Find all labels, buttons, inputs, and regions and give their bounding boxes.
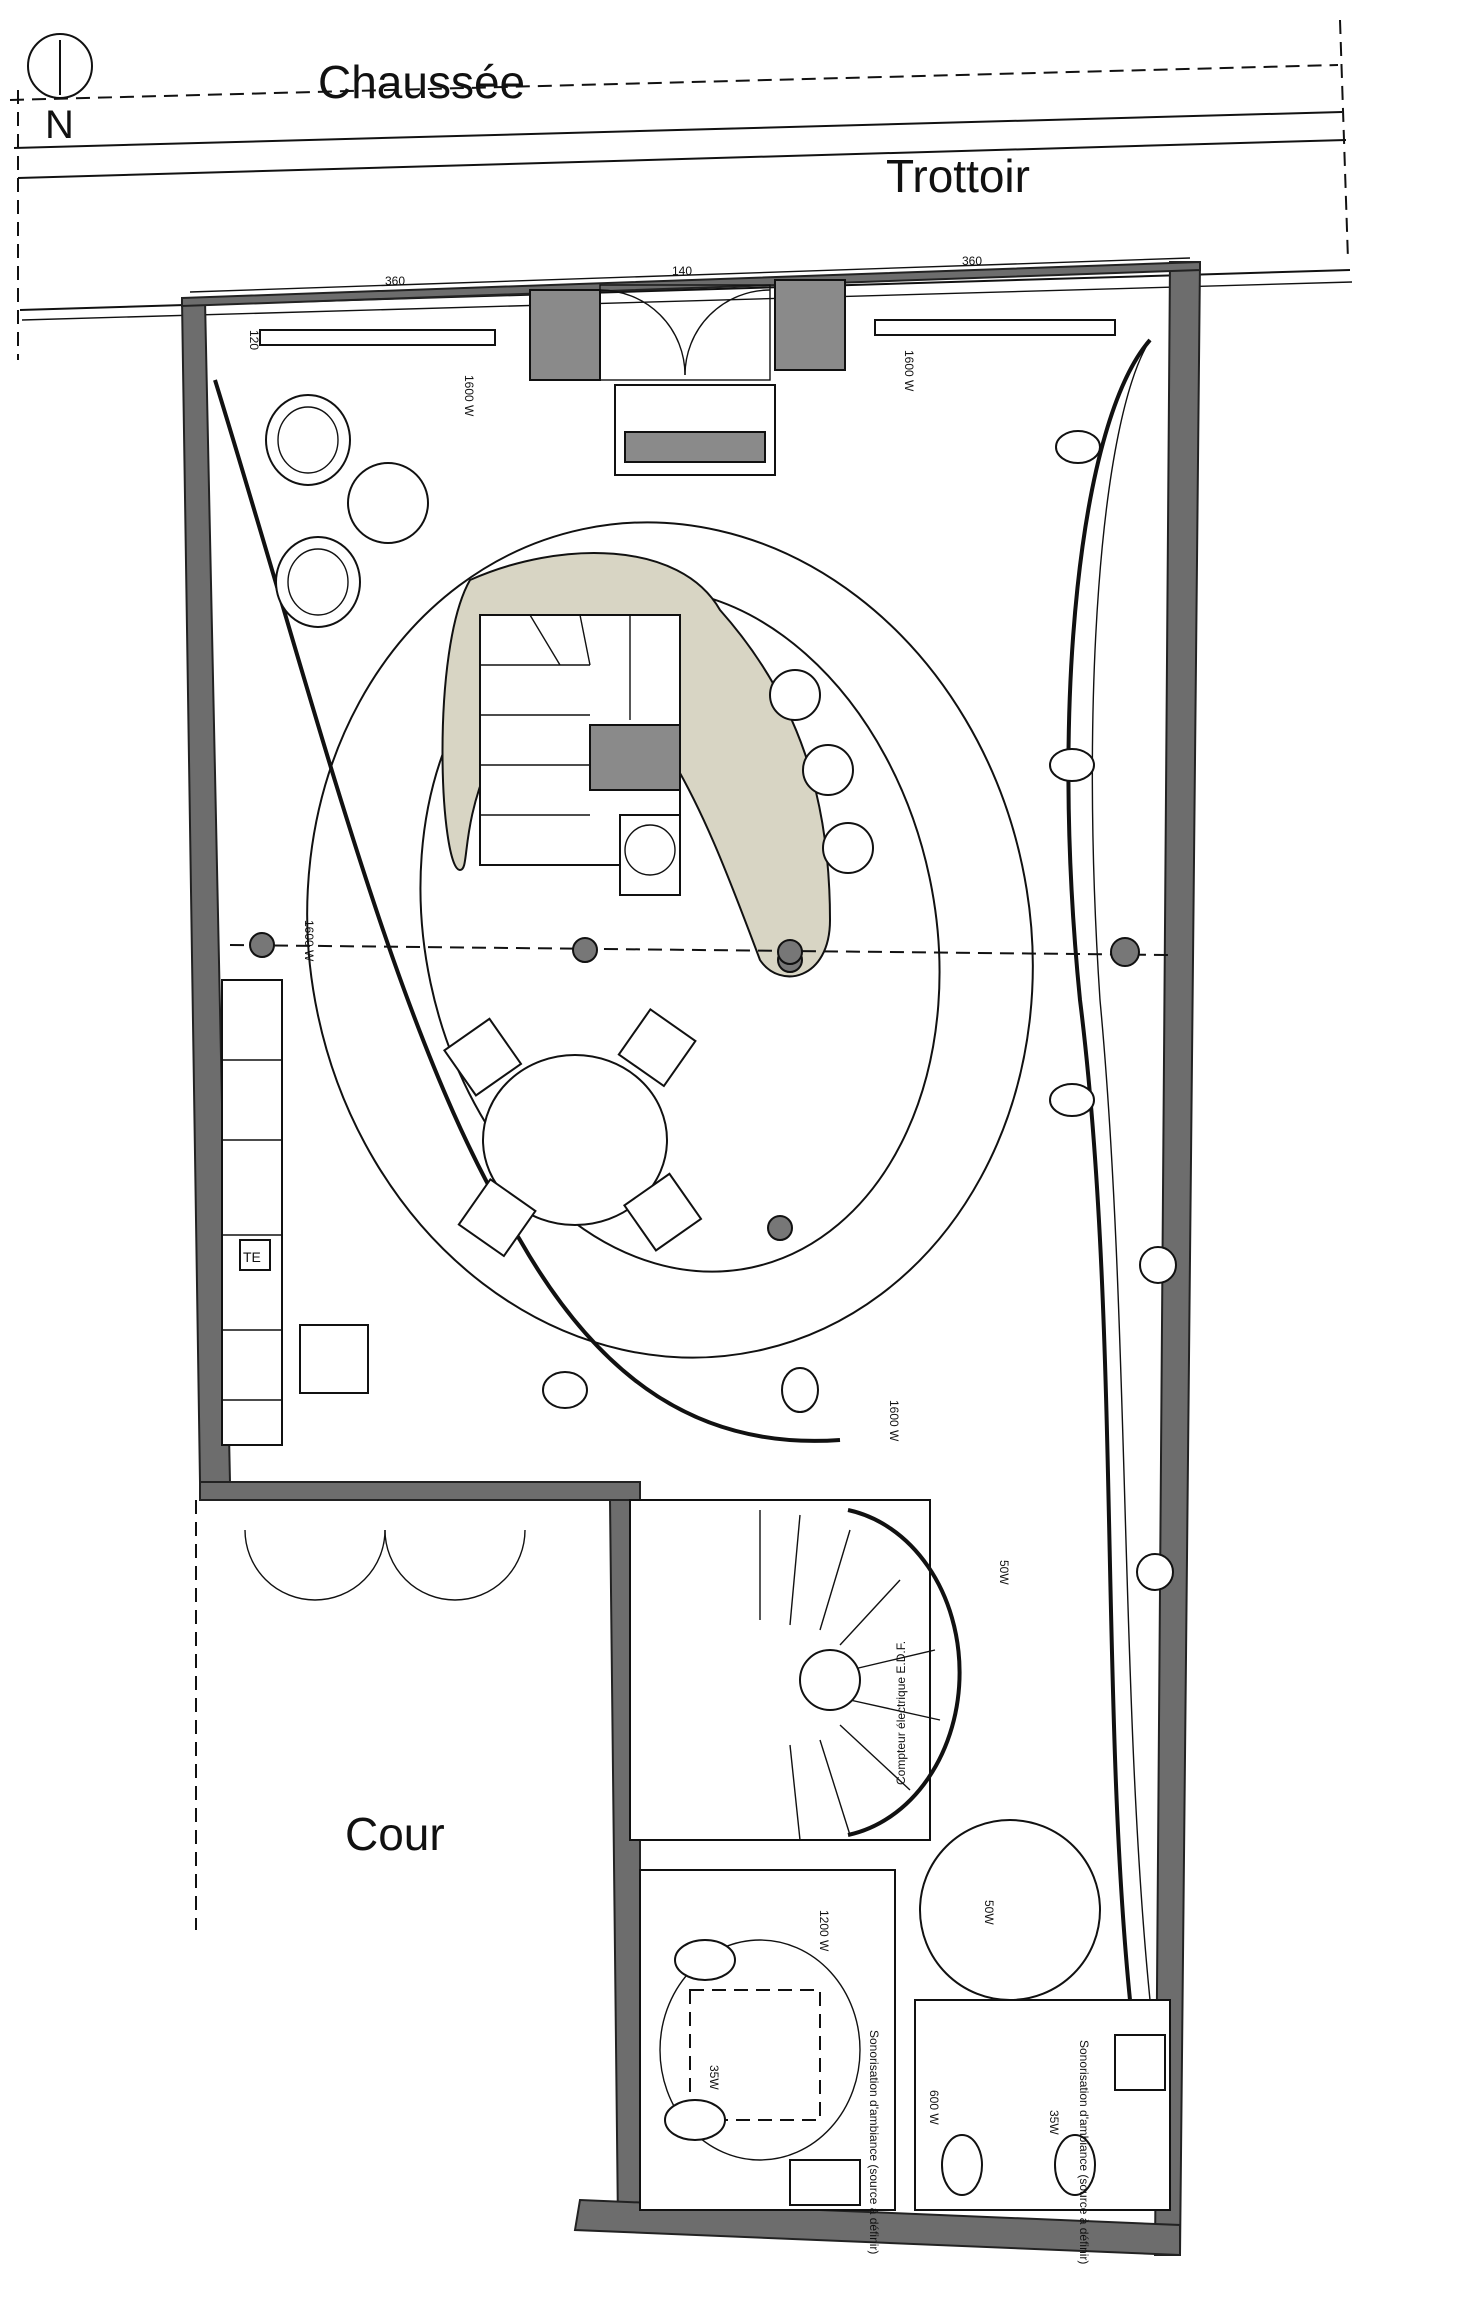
courtyard-label: Cour	[345, 1808, 445, 1860]
street-label: Chaussée	[318, 56, 525, 108]
street-lines	[9, 19, 1353, 360]
entrance-door	[599, 284, 776, 476]
power-1600-rear: 1600 W	[887, 1400, 901, 1442]
back-room-circle	[919, 1819, 1101, 2001]
panel-label: TE	[243, 1249, 261, 1265]
dim-mid: 140	[672, 264, 692, 278]
dim-small: 120	[247, 330, 261, 350]
power-1600-front-right: 1600 W	[902, 350, 916, 392]
north-arrow-icon: N	[27, 33, 93, 147]
bathroom-right: 600 W 35W Sonorisation d'ambiance (sourc…	[914, 1999, 1171, 2264]
dining-table	[443, 1008, 793, 1258]
sound-label-1: Sonorisation d'ambiance (source à défini…	[867, 2030, 881, 2254]
power-1600-front-left: 1600 W	[462, 375, 476, 417]
power-35w-b: 35W	[1047, 2110, 1061, 2135]
power-1600-mid: 1600 W	[302, 920, 316, 962]
power-1200w: 1200 W	[817, 1910, 831, 1952]
partition-line	[229, 944, 1171, 956]
power-35w-a: 35W	[707, 2065, 721, 2090]
bathroom-left: 1200 W 35W Sonorisation d'ambiance (sour…	[639, 1869, 896, 2254]
power-600w: 600 W	[927, 2090, 941, 2125]
lounge-seats	[265, 394, 429, 628]
power-50w-a: 50W	[997, 1560, 1011, 1585]
meter-label: Compteur électrique E.D.F.	[894, 1641, 908, 1785]
rear-doors	[244, 1529, 526, 1601]
sidewalk-label: Trottoir	[886, 150, 1030, 202]
front-radiators: 1600 W 1600 W 120	[247, 319, 1116, 417]
dim-right: 360	[962, 254, 982, 268]
left-cabinets: TE	[221, 979, 369, 1446]
right-fixtures	[542, 430, 1177, 1591]
sound-label-2: Sonorisation d'ambiance (source à défini…	[1077, 2040, 1091, 2264]
dim-left: 360	[385, 274, 405, 288]
power-50w-b: 50W	[982, 1900, 996, 1925]
central-staircase	[441, 552, 832, 978]
north-label: N	[45, 103, 74, 147]
dimension-line: 360 140 360	[189, 254, 1191, 293]
spiral-staircase	[629, 1499, 962, 1841]
